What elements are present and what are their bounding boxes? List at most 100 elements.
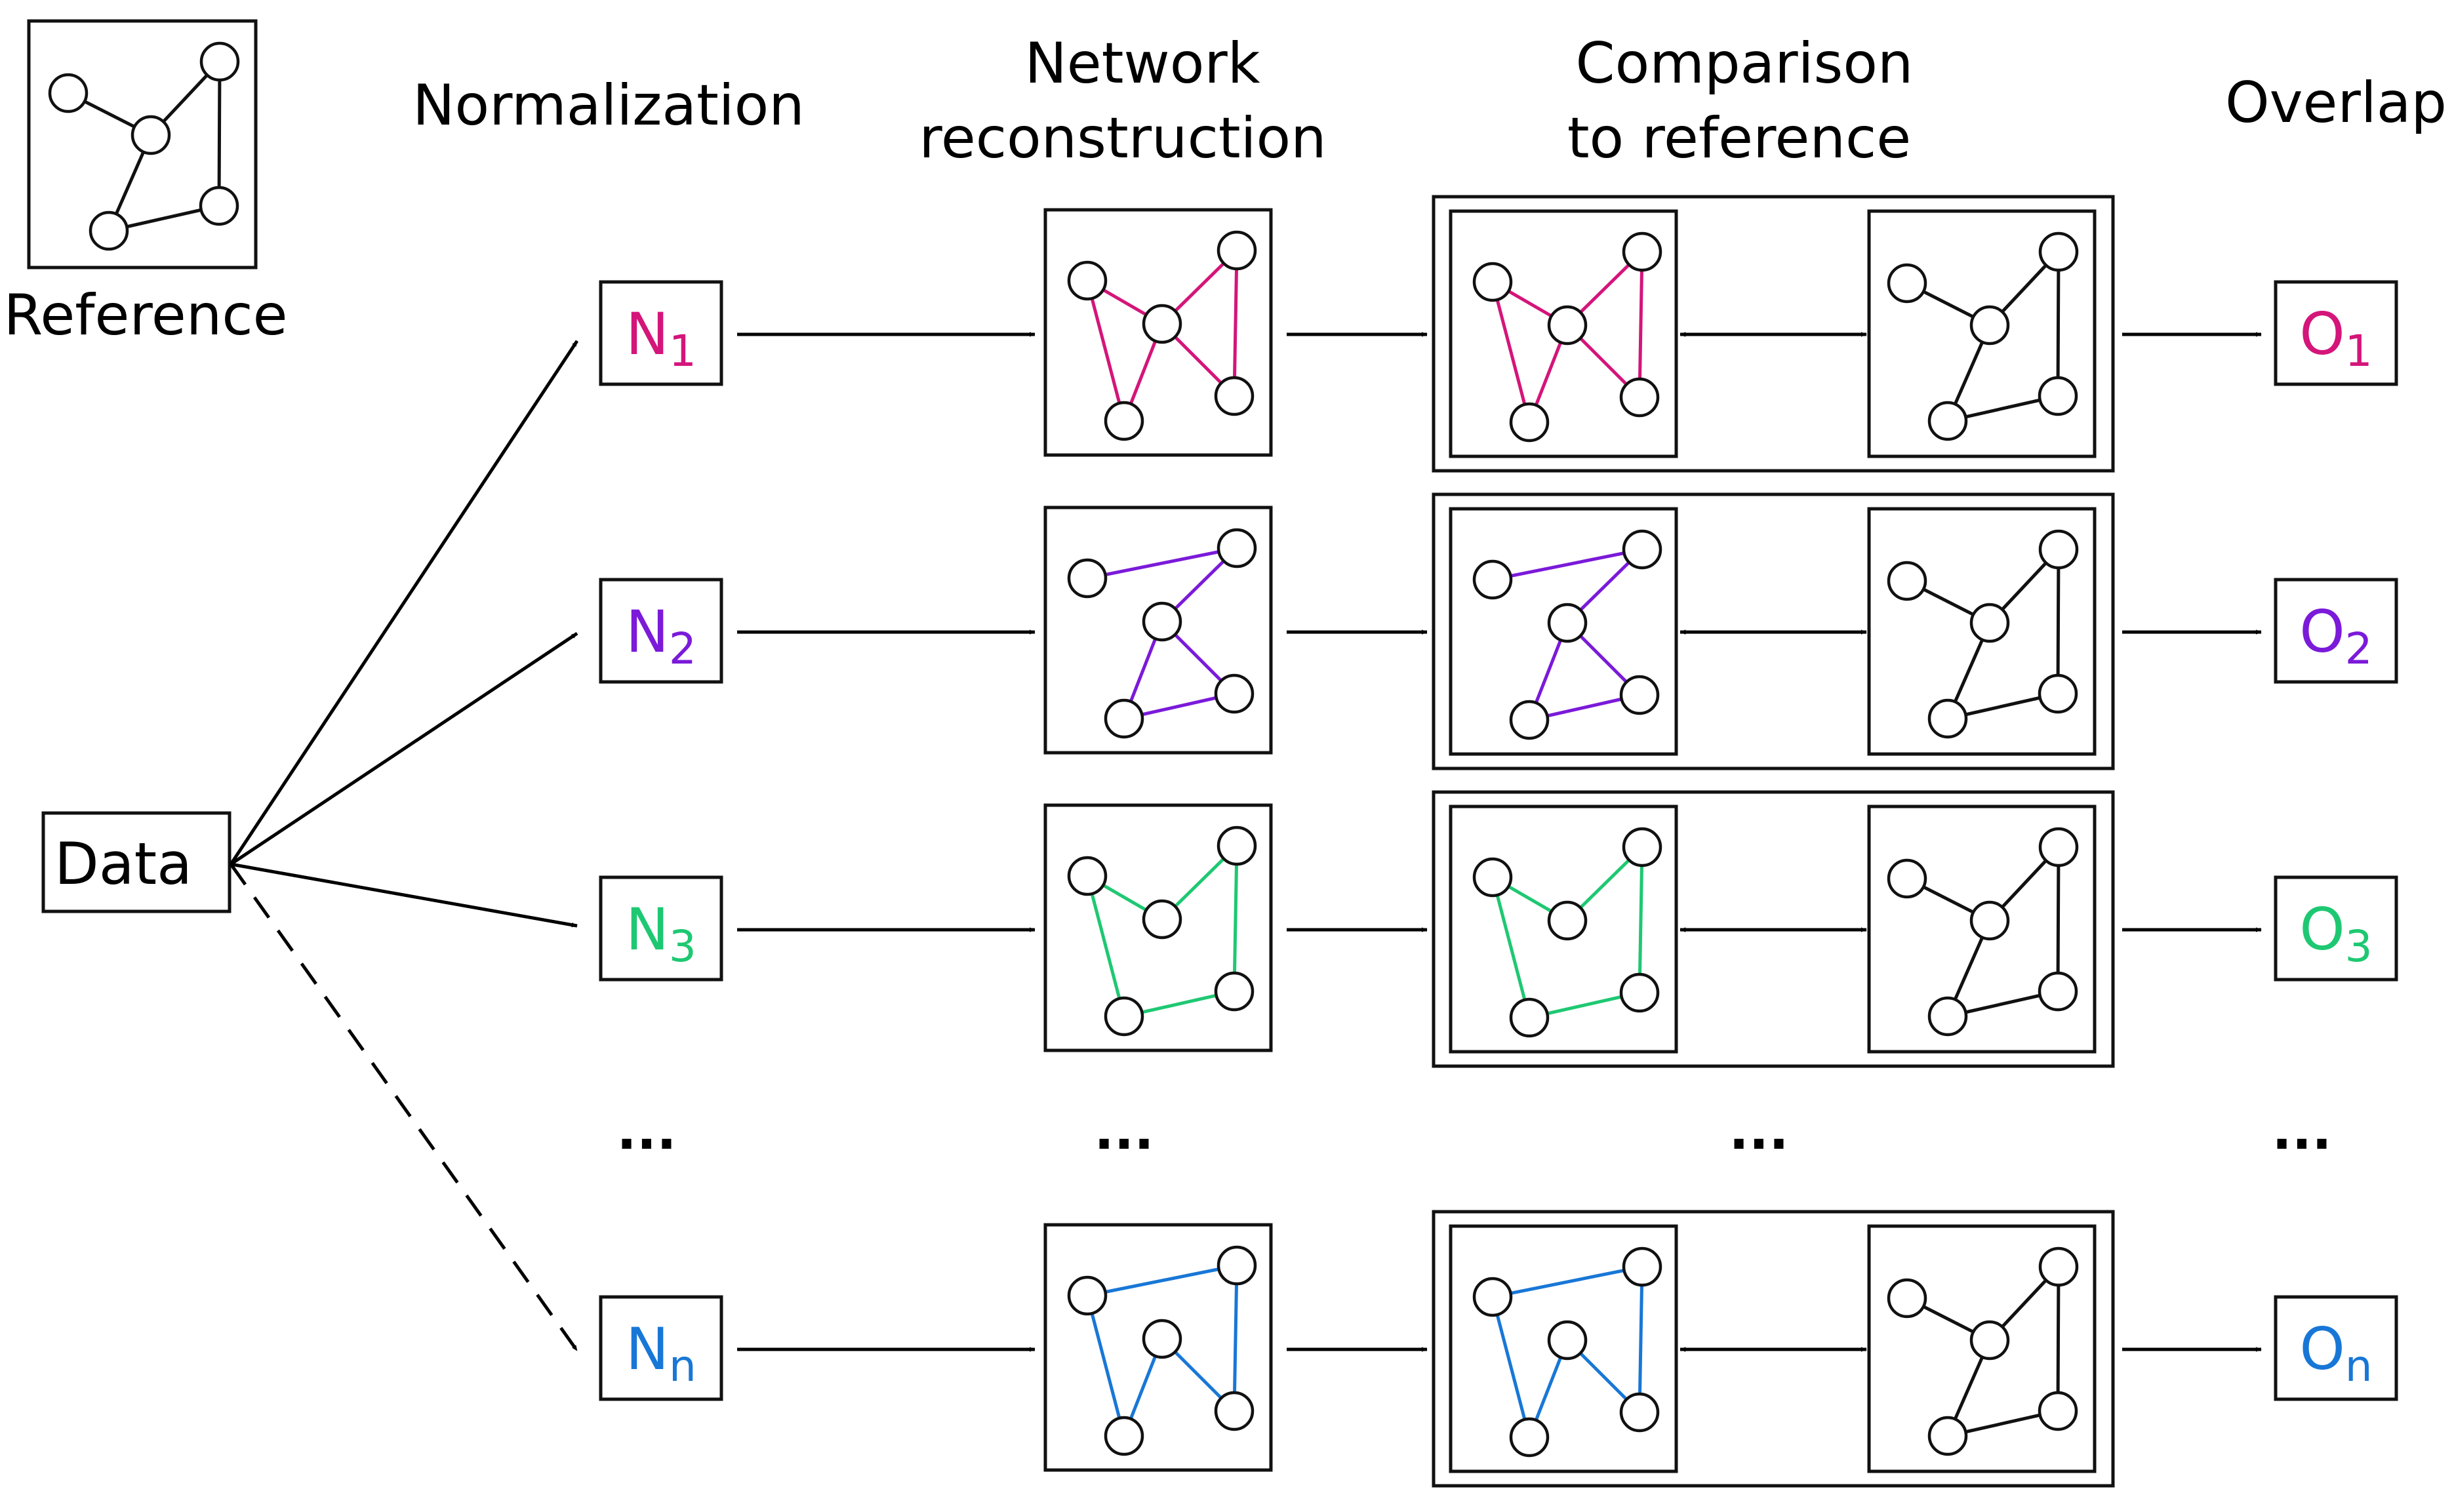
graph-node [1217, 826, 1257, 866]
graph-edge [1492, 1265, 1643, 1299]
graph-edge [1085, 875, 1126, 1017]
normalization-box-3-text: N3 [626, 896, 696, 972]
normalization-box-3: N3 [599, 875, 723, 982]
graph-node [1619, 377, 1660, 418]
graph-node [2038, 231, 2079, 272]
data-to-n2-arrow [230, 631, 578, 866]
graph-node [1067, 856, 1108, 896]
graph-edge [1085, 1295, 1126, 1437]
reference-network [27, 19, 258, 269]
normalization-box-n-frame [599, 1295, 723, 1401]
graph-node [1509, 997, 1550, 1038]
overlap-box-2-text: O2 [2299, 598, 2372, 674]
graph-node [1622, 231, 1662, 272]
graph-node [2038, 1391, 2078, 1431]
graph-edge [1638, 846, 1644, 993]
graph-node [1217, 528, 1257, 568]
ellipsis-normalization: ... [616, 1100, 676, 1161]
graph-node [1969, 305, 2010, 346]
overlap-box-2-frame [2274, 578, 2398, 684]
overlap-box-3-text: O3 [2299, 896, 2372, 972]
graph-node [1214, 1391, 1255, 1431]
graph-node [1927, 401, 1968, 441]
graph-node [1142, 1319, 1182, 1359]
graph-node [1619, 1392, 1660, 1433]
graph-node [1142, 899, 1182, 940]
graph-node [1142, 304, 1182, 344]
graph-edge [1491, 1296, 1531, 1438]
graph-node [2038, 376, 2078, 416]
graph-node [89, 210, 129, 251]
graph-node [1887, 561, 1927, 601]
overlap-box-2: O2 [2274, 578, 2398, 684]
graph-node [1622, 827, 1662, 867]
graph-w [1067, 230, 1257, 441]
graph-node [1509, 1417, 1550, 1458]
graph-edge [217, 61, 222, 207]
graph-ring [1472, 827, 1662, 1038]
graph-m [1472, 1246, 1662, 1458]
header-comparison-line2: to reference [1567, 106, 1911, 171]
graph-edge [1232, 845, 1239, 992]
graph-node [1969, 603, 2010, 643]
graph-edge [2056, 846, 2061, 992]
graph-edge [1491, 877, 1531, 1018]
comparison-reference-3 [1867, 805, 2097, 1054]
graph-edge [1085, 280, 1126, 422]
pipeline-row-3: N3 O3 [599, 790, 2398, 1068]
graph-node [1067, 260, 1108, 301]
graph-node [1214, 376, 1255, 416]
reconstructed-network-2 [1043, 506, 1273, 755]
graph-edge [1232, 1265, 1239, 1412]
comparison-network-n [1449, 1224, 1678, 1473]
data-to-nn-arrow [229, 863, 579, 1352]
overlap-box-1-frame [2274, 280, 2398, 386]
graph-edge [1638, 251, 1644, 398]
graph-node [1214, 971, 1255, 1012]
comparison-reference-1 [1867, 209, 2097, 458]
graph-node [1547, 1320, 1588, 1361]
normalization-box-n: Nn [599, 1295, 723, 1401]
graph-node [1927, 1416, 1968, 1456]
graph-node [2038, 673, 2078, 714]
graph-node [1142, 601, 1182, 642]
graph-node [1927, 698, 1968, 739]
graph-node [1217, 230, 1257, 271]
graph-node [1214, 673, 1255, 714]
graph-node [2038, 1246, 2079, 1287]
graph-node [1509, 402, 1550, 443]
graph-node [1547, 603, 1588, 643]
header-normalization: Normalization [412, 73, 805, 138]
graph-node [2038, 827, 2079, 867]
graph-node [1104, 401, 1144, 441]
graph-z [1067, 528, 1257, 739]
ellipsis-overlap: ... [2272, 1100, 2331, 1161]
overlap-box-3-frame [2274, 875, 2398, 982]
graph-ring [1067, 826, 1257, 1037]
graph-node [131, 115, 171, 155]
comparison-network-3 [1449, 805, 1678, 1054]
reconstructed-network-3 [1043, 803, 1273, 1052]
graph-edge [2056, 549, 2061, 694]
normalization-box-1-frame [599, 280, 723, 386]
graph-node [1619, 675, 1660, 715]
graph-node [199, 186, 239, 226]
graph-node [1104, 1416, 1144, 1456]
graph-reference [1887, 827, 2079, 1037]
graph-node [1887, 263, 1927, 304]
data-to-n1-arrow [229, 340, 579, 865]
graph-node [1067, 558, 1108, 599]
ellipsis-comparison: ... [1729, 1100, 1788, 1161]
graph-reference [1887, 529, 2079, 739]
graph-m [1067, 1245, 1257, 1456]
ellipsis-reconstruction: ... [1094, 1100, 1154, 1161]
graph-edge [1491, 281, 1531, 423]
graph-edge [2056, 251, 2061, 397]
graph-edge [1087, 546, 1237, 580]
normalization-box-1-text: N1 [626, 300, 696, 376]
graph-node [1472, 559, 1513, 600]
